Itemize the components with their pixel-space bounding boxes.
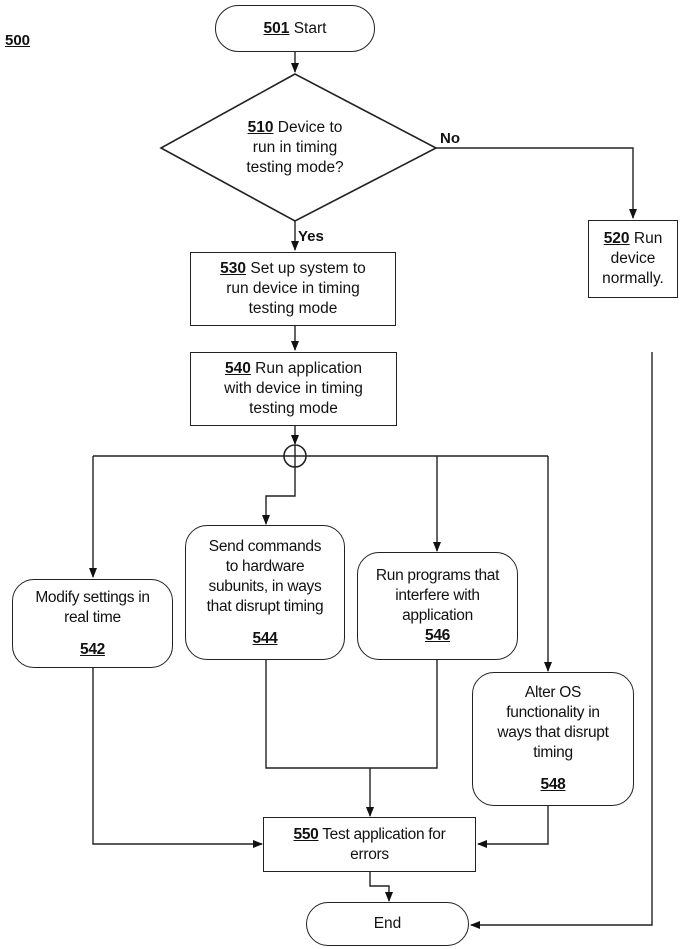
setup-line-2: run device in timing [226,280,360,297]
send-cmds-line-3: subunits, in ways [208,577,322,595]
alter-os-box: Alter OS functionality in ways that disr… [472,672,634,806]
run-programs-line-2: interfere with [395,587,480,604]
modify-settings-box: Modify settings in real time 542 [12,579,173,668]
edge-520-end [470,352,653,929]
alter-os-line-1: Alter OS [524,684,582,701]
decision-line-1: Device to [277,119,343,136]
run-app-ref: 540 [224,360,251,377]
edge-label-yes: Yes [298,228,324,245]
end-terminal: End [306,902,469,946]
edge-542-550 [92,668,263,848]
alter-os-line-3: ways that disrupt [497,724,609,741]
modify-ref: 542 [80,640,105,658]
edge-no [436,147,637,219]
run-app-line-1: Run application [255,360,363,377]
send-cmds-line-4: that disrupt timing [206,597,324,615]
test-ref: 550 [293,825,319,843]
send-cmds-ref: 544 [252,629,278,647]
send-cmds-line-1: Send commands [208,537,322,555]
send-cmds-line-2: to hardware [225,557,305,575]
test-line-2: errors [350,845,389,863]
alter-os-line-4: timing [533,744,573,761]
start-label: Start [293,19,327,37]
run-programs-ref: 546 [425,627,450,644]
run-normally-line-2: device [610,250,656,267]
edge-550-end [369,872,393,902]
decision-line-2: run in timing [252,139,338,156]
run-normally-line-1: Run [633,230,663,247]
run-normally-line-3: normally. [602,270,664,287]
figure-number: 500 [5,32,31,49]
end-label: End [373,915,402,932]
setup-box: 530 Set up system to run device in timin… [190,252,396,326]
edge-544-merge [265,660,438,769]
run-app-line-2: with device in timing [224,380,363,397]
send-commands-box: Send commands to hardware subunits, in w… [185,525,345,660]
test-errors-box: 550 Test application for errors [263,817,476,872]
run-programs-line-1: Run programs that [375,567,500,584]
setup-line-3: testing mode [248,300,338,317]
decision-ref: 510 [247,119,274,136]
run-programs-box: Run programs that interfere with applica… [357,552,518,660]
edge-label-no: No [440,130,460,147]
modify-line-2: real time [64,608,121,626]
run-app-box: 540 Run application with device in timin… [190,352,397,426]
decision-line-3: testing mode? [246,159,344,176]
alter-os-line-2: functionality in [506,704,600,721]
start-ref: 501 [263,19,290,37]
run-normally-box: 520 Run device normally. [588,220,678,298]
decision-text: 510 Device to run in timing testing mode… [205,118,385,178]
test-line-1: Test application for [322,825,446,843]
setup-ref: 530 [220,260,247,277]
edge-548-550 [477,800,549,848]
edge-fork-544 [262,467,296,525]
start-terminal: 501 Start [215,5,375,52]
alter-os-ref: 548 [540,776,566,793]
modify-line-1: Modify settings in [35,588,150,606]
setup-line-1: Set up system to [250,260,366,277]
run-normally-ref: 520 [603,230,630,247]
run-programs-line-3: application [402,607,473,624]
run-app-line-3: testing mode [249,400,338,417]
